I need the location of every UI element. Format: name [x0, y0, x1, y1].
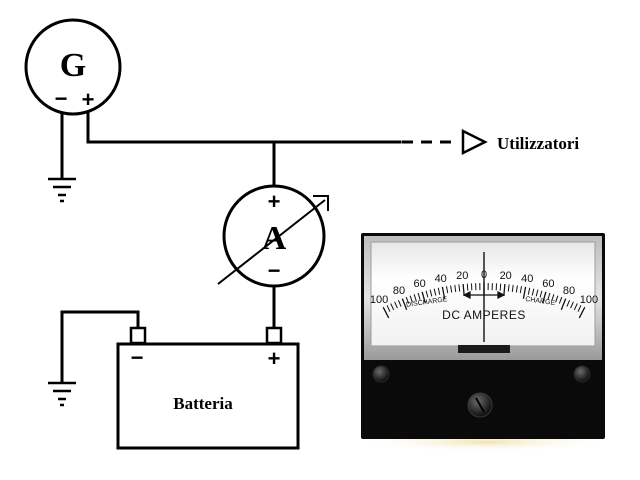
scale-minor-tick [429, 289, 433, 297]
scale-minor-tick [507, 284, 510, 292]
meter-unit-label: DC AMPERES [442, 308, 526, 322]
scale-minor-tick [539, 290, 543, 298]
scale-label: 40 [435, 273, 447, 285]
scale-minor-tick [394, 301, 398, 309]
scale-label: 20 [500, 270, 512, 282]
generator-minus: − [55, 86, 68, 111]
scale-major-tick [578, 306, 586, 319]
generator-plus: + [82, 87, 95, 112]
scale-minor-tick [446, 286, 449, 294]
load-connection: Utilizzatori [402, 128, 579, 156]
scale-minor-tick [570, 301, 574, 309]
scale-minor-tick [386, 305, 391, 312]
scale-major-tick [560, 298, 567, 310]
generator: G − + [24, 18, 122, 116]
mounting-screw-left-icon [372, 365, 390, 383]
battery-body [116, 342, 300, 450]
scale-label: 60 [413, 278, 425, 290]
scale-minor-tick [458, 284, 461, 292]
scale-label: 100 [580, 294, 598, 306]
scale-minor-tick [573, 303, 578, 311]
ammeter-circle [222, 184, 326, 288]
mounting-screw-right-icon [573, 365, 591, 383]
battery-terminal-plus [265, 326, 283, 345]
generator-label: G [60, 47, 86, 84]
ammeter-photo: 10080604020020406080100 DISCHARGE CHARGE… [356, 233, 616, 452]
scale-minor-tick [433, 288, 437, 296]
scale-minor-tick [527, 287, 531, 295]
scale-minor-tick [551, 294, 555, 302]
scale-minor-tick [425, 290, 429, 298]
scale-major-tick [462, 283, 465, 296]
wires [60, 112, 402, 384]
battery-terminal-minus [129, 326, 147, 345]
ammeter-plus: + [268, 189, 281, 214]
load-arrow-icon [461, 128, 488, 156]
battery-label: Batteria [173, 394, 233, 413]
battery-plus: + [268, 346, 281, 371]
scale-minor-tick [566, 300, 571, 307]
scale-minor-tick [409, 295, 413, 303]
scale-minor-tick [555, 295, 559, 303]
scale-minor-tick [531, 288, 535, 296]
scale-minor-tick [390, 303, 395, 311]
variable-arrow-line [217, 199, 326, 285]
scale-major-tick [503, 283, 506, 296]
scale-major-tick [421, 291, 427, 304]
battery-minus: − [131, 345, 144, 370]
scale-minor-tick [450, 285, 453, 293]
ammeter-label: A [262, 220, 287, 257]
scale-label: 80 [563, 285, 575, 297]
scale-minor-tick [454, 284, 457, 292]
scale-minor-tick [397, 300, 402, 307]
scale-major-tick [401, 298, 408, 310]
scale-ticks [382, 282, 586, 319]
scale-major-tick [441, 286, 446, 299]
scale-labels: 10080604020020406080100 [370, 269, 598, 306]
scale-label: 100 [370, 294, 388, 306]
scale-minor-tick [558, 296, 563, 304]
scale-label: 40 [521, 273, 533, 285]
scale-label: 60 [542, 278, 554, 290]
needle-base [458, 345, 510, 353]
scale-label: 80 [393, 285, 405, 297]
scale-major-tick [382, 306, 390, 319]
wire-generator-bus [86, 112, 402, 144]
ground-icon-top [48, 177, 76, 203]
meter-face [370, 241, 596, 347]
scale-minor-tick [466, 283, 469, 291]
scale-minor-tick [405, 296, 410, 304]
scale-label: 20 [456, 270, 468, 282]
load-label: Utilizzatori [497, 134, 579, 153]
scale-minor-tick [535, 289, 539, 297]
scale-minor-tick [437, 287, 441, 295]
wire-battery-ground [60, 310, 140, 384]
knob-slot [475, 397, 485, 413]
scale-major-tick [541, 291, 547, 304]
battery: − + Batteria [116, 326, 300, 450]
ammeter-minus: − [268, 258, 281, 283]
variable-arrow-icon [313, 195, 329, 211]
scale-minor-tick [417, 292, 421, 300]
scale-major-tick [522, 286, 527, 299]
ground-icon-bottom [48, 381, 76, 407]
scale-minor-tick [519, 286, 522, 294]
charge-label: CHARGE [525, 296, 556, 307]
generator-circle [24, 18, 122, 116]
scale-minor-tick [413, 294, 417, 302]
ammeter-symbol: A + − [217, 184, 329, 288]
scale-minor-tick [515, 285, 518, 293]
scale-minor-tick [499, 283, 502, 291]
scale-minor-tick [511, 284, 514, 292]
scale-minor-tick [577, 305, 582, 312]
scale-minor-tick [547, 292, 551, 300]
